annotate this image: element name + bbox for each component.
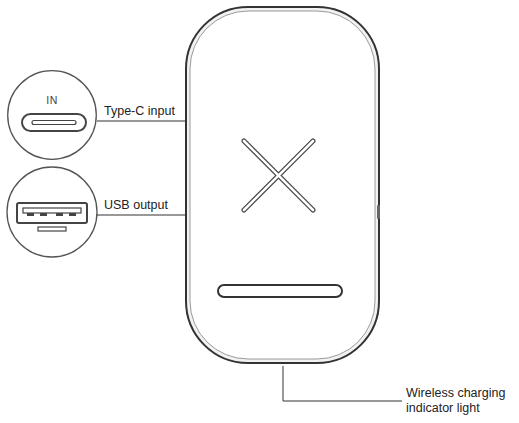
charger-housing <box>186 7 379 363</box>
side-button <box>377 205 380 219</box>
charger-face <box>190 11 375 359</box>
callout-label: USB output <box>104 198 168 213</box>
leader-line <box>97 121 186 122</box>
leader-line <box>283 366 402 401</box>
callout-label: Type-C input <box>104 104 175 119</box>
circle-outline <box>7 70 97 160</box>
port-label: IN <box>7 94 97 106</box>
usb-a-port <box>17 203 87 223</box>
type-c-port <box>22 114 86 131</box>
port-circle: IN <box>7 70 97 160</box>
x-logo <box>244 141 313 210</box>
leader-line <box>97 215 186 216</box>
indicator-bar <box>218 285 342 297</box>
callout-label: Wireless charging indicator light <box>406 386 516 416</box>
usb-port-circle <box>7 167 97 257</box>
